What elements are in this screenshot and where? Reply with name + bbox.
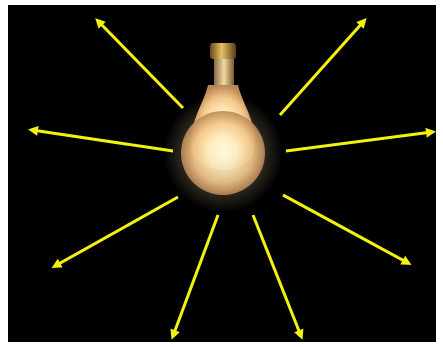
arrow-down-icon [173,215,218,336]
arrow-up-right-icon [280,21,364,115]
bulb-cap [210,43,236,59]
illustration-canvas [8,5,436,342]
arrow-left-icon [32,130,173,151]
arrow-down-icon [253,215,301,336]
arrow-right-icon [286,132,432,151]
light-radiation-scene [8,5,436,342]
arrow-up-left-icon [98,21,183,108]
lightbulb-icon [163,43,283,213]
arrow-down-left-icon [55,197,178,266]
bulb-neck [214,59,234,85]
bulb-core [181,111,265,195]
arrow-down-right-icon [283,195,408,263]
